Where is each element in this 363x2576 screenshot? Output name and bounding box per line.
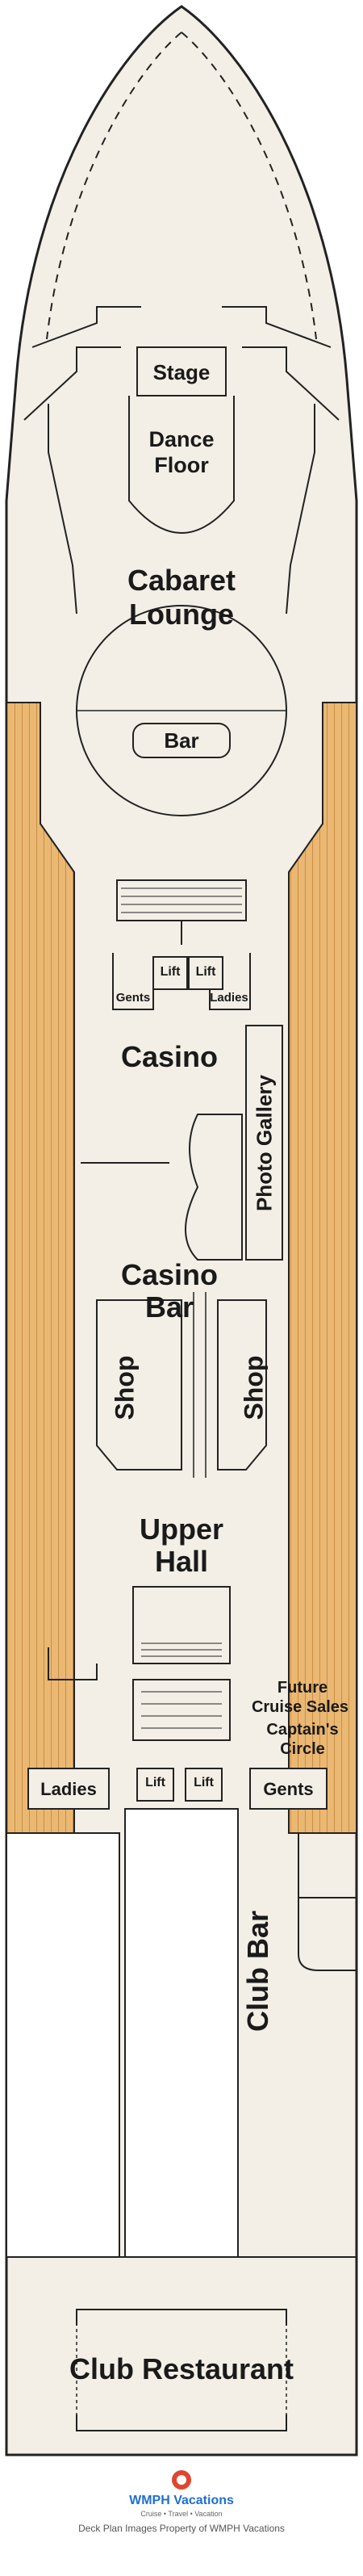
promenade-starboard (288, 702, 357, 1834)
photo-gallery-wall (245, 1025, 283, 1261)
stairs-upper (116, 879, 247, 921)
cabaret-lounge-label-2: Lounge (129, 598, 234, 631)
upper-hall-left-wall (48, 1647, 98, 1680)
lounge-outline-right (286, 404, 315, 615)
lounge-outline-left (48, 404, 77, 615)
casino-bar-label-2: Bar (144, 1290, 194, 1324)
shop-left-outline (96, 1299, 182, 1471)
credit-text: Deck Plan Images Property of WMPH Vacati… (78, 2523, 285, 2534)
lift-b-label: Lift (195, 965, 216, 979)
bow-dashed-line (46, 31, 317, 340)
future-cruise-sales-label-2: Cruise Sales (251, 1698, 349, 1716)
lift-a-box (152, 956, 188, 990)
lift-d-box (185, 1768, 223, 1802)
lift-d-label: Lift (194, 1776, 214, 1789)
captains-circle-label-2: Circle (280, 1740, 325, 1758)
club-bar-counter (298, 1833, 357, 1971)
dance-floor-label-2: Floor (154, 453, 209, 477)
aft-white-area-center (124, 1808, 239, 2258)
forward-rail-right (242, 346, 340, 421)
forward-steps-right (222, 306, 332, 348)
lounge-bar-counter (132, 723, 231, 758)
casino-label: Casino (120, 1040, 219, 1073)
upper-hall-label-1: Upper (139, 1512, 223, 1546)
upper-hall-lower-stairs (132, 1679, 231, 1741)
shop-right-outline (217, 1299, 267, 1471)
casino-bar-counter (185, 1114, 243, 1261)
ladies-room-bottom (27, 1768, 110, 1810)
stage-area (136, 346, 227, 396)
ladies-top-label: Ladies (210, 991, 248, 1005)
wmph-logo-icon (172, 2470, 191, 2490)
gents-top-label: Gents (115, 991, 151, 1005)
gents-bottom-label: Gents (263, 1779, 314, 1799)
brand-name: WMPH Vacations (129, 2494, 234, 2507)
shop-right-label: Shop (239, 1355, 269, 1420)
forward-steps-left (31, 306, 141, 348)
club-bar-label: Club Bar (241, 1911, 274, 2033)
brand-tagline: Cruise • Travel • Vacation (140, 2510, 223, 2518)
promenade-port (6, 702, 75, 1834)
captains-circle-label-1: Captain's (266, 1721, 339, 1739)
shop-left-label: Shop (110, 1355, 140, 1420)
club-restaurant-label: Club Restaurant (69, 2352, 294, 2385)
photo-gallery-label: Photo Gallery (252, 1074, 277, 1212)
lift-b-box (188, 956, 223, 990)
lift-c-box (136, 1768, 174, 1802)
dance-floor-outline (128, 396, 235, 534)
future-cruise-sales-label-1: Future (277, 1679, 328, 1697)
gents-room-bottom (249, 1768, 328, 1810)
lift-c-label: Lift (145, 1776, 165, 1789)
cabaret-lounge-label-1: Cabaret (127, 564, 236, 597)
upper-hall-label-2: Hall (154, 1545, 209, 1578)
upper-hall-stairs (132, 1586, 231, 1664)
ladies-room-top (209, 953, 251, 1010)
lift-a-label: Lift (160, 965, 181, 979)
gents-room-top (112, 953, 154, 1010)
stage-label: Stage (152, 360, 211, 384)
dance-floor-label-1: Dance (148, 427, 215, 451)
restaurant-side-walls (76, 2310, 287, 2431)
ladies-bottom-label: Ladies (40, 1779, 97, 1799)
casino-bar-label-1: Casino (120, 1258, 219, 1291)
bar-label: Bar (164, 728, 199, 753)
aft-white-area-left (6, 1832, 120, 2258)
forward-rail-left (23, 346, 121, 421)
